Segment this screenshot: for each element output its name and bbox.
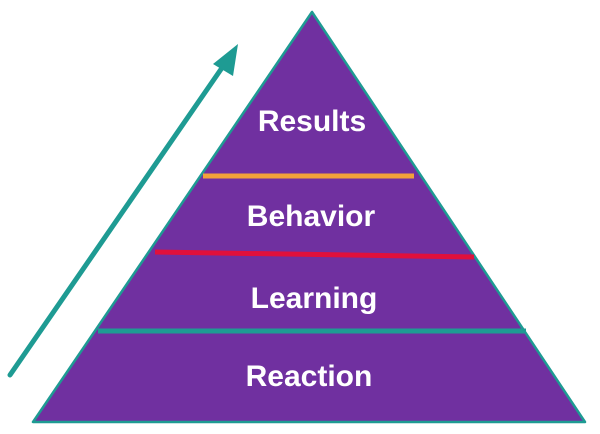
level-label-behavior: Behavior: [247, 200, 376, 233]
level-label-learning: Learning: [251, 282, 378, 315]
ascending-arrow: [7, 44, 238, 378]
divider-behavior-learning: [154, 249, 475, 260]
arrow-head-icon: [213, 44, 238, 76]
level-label-results: Results: [258, 105, 366, 138]
pyramid-shape: [31, 10, 587, 424]
arrow-shaft: [7, 59, 229, 378]
level-label-reaction: Reaction: [246, 360, 373, 393]
